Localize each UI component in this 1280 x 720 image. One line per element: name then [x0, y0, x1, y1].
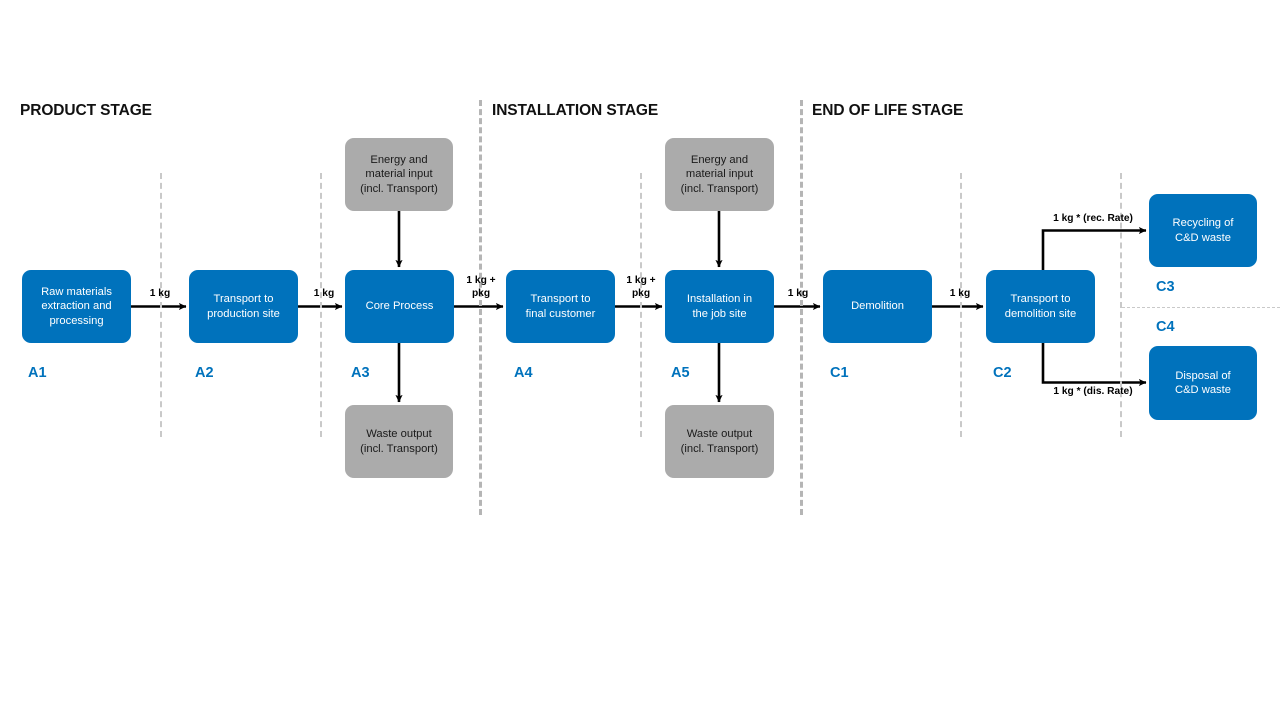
node-energy-input-a3[interactable]: Energy and material input (incl. Transpo… — [345, 138, 453, 211]
stage-title-product: PRODUCT STAGE — [20, 102, 152, 119]
node-a1-raw-materials[interactable]: Raw materials extraction and processing — [22, 270, 131, 343]
code-a2: A2 — [195, 365, 214, 381]
node-c4-disposal[interactable]: Disposal of C&D waste — [1149, 346, 1257, 420]
node-a4-transport-customer[interactable]: Transport to final customer — [506, 270, 615, 343]
flow-label-a1-a2: 1 kg — [149, 288, 171, 299]
divider-a2-a3 — [320, 173, 322, 437]
divider-c3-c4 — [1122, 307, 1280, 308]
node-c3-recycling[interactable]: Recycling of C&D waste — [1149, 194, 1257, 267]
node-c2-transport-demolition[interactable]: Transport to demolition site — [986, 270, 1095, 343]
divider-a4-a5 — [640, 173, 642, 437]
node-energy-input-a5[interactable]: Energy and material input (incl. Transpo… — [665, 138, 774, 211]
code-a4: A4 — [514, 365, 533, 381]
code-a5: A5 — [671, 365, 690, 381]
flow-label-c2-c4: 1 kg * (dis. Rate) — [1053, 386, 1133, 397]
code-a3: A3 — [351, 365, 370, 381]
code-c4: C4 — [1156, 319, 1175, 335]
node-a3-core-process[interactable]: Core Process — [345, 270, 454, 343]
flow-label-a2-a3: 1 kg — [313, 288, 335, 299]
code-c2: C2 — [993, 365, 1012, 381]
stage-title-installation: INSTALLATION STAGE — [492, 102, 659, 119]
node-waste-output-a5[interactable]: Waste output (incl. Transport) — [665, 405, 774, 478]
divider-c2-c3 — [1120, 173, 1122, 437]
node-waste-output-a3[interactable]: Waste output (incl. Transport) — [345, 405, 453, 478]
flow-label-c1-c2: 1 kg — [949, 288, 971, 299]
flow-label-a5-c1: 1 kg — [787, 288, 809, 299]
code-c3: C3 — [1156, 279, 1175, 295]
code-c1: C1 — [830, 365, 849, 381]
stage-title-end-of-life: END OF LIFE STAGE — [812, 102, 964, 119]
divider-product-installation — [479, 100, 482, 515]
node-a5-installation[interactable]: Installation in the job site — [665, 270, 774, 343]
arrow-c2-c4 — [1041, 343, 1147, 387]
flow-label-a3-a4: 1 kg + pkg — [466, 275, 496, 299]
divider-c1-c2 — [960, 173, 962, 437]
divider-a1-a2 — [160, 173, 162, 437]
node-a2-transport-production[interactable]: Transport to production site — [189, 270, 298, 343]
node-c1-demolition[interactable]: Demolition — [823, 270, 932, 343]
flow-label-c2-c3: 1 kg * (rec. Rate) — [1053, 213, 1133, 224]
divider-installation-endoflife — [800, 100, 803, 515]
code-a1: A1 — [28, 365, 47, 381]
flow-label-a4-a5: 1 kg + pkg — [626, 275, 656, 299]
arrow-c2-c3 — [1041, 226, 1147, 270]
